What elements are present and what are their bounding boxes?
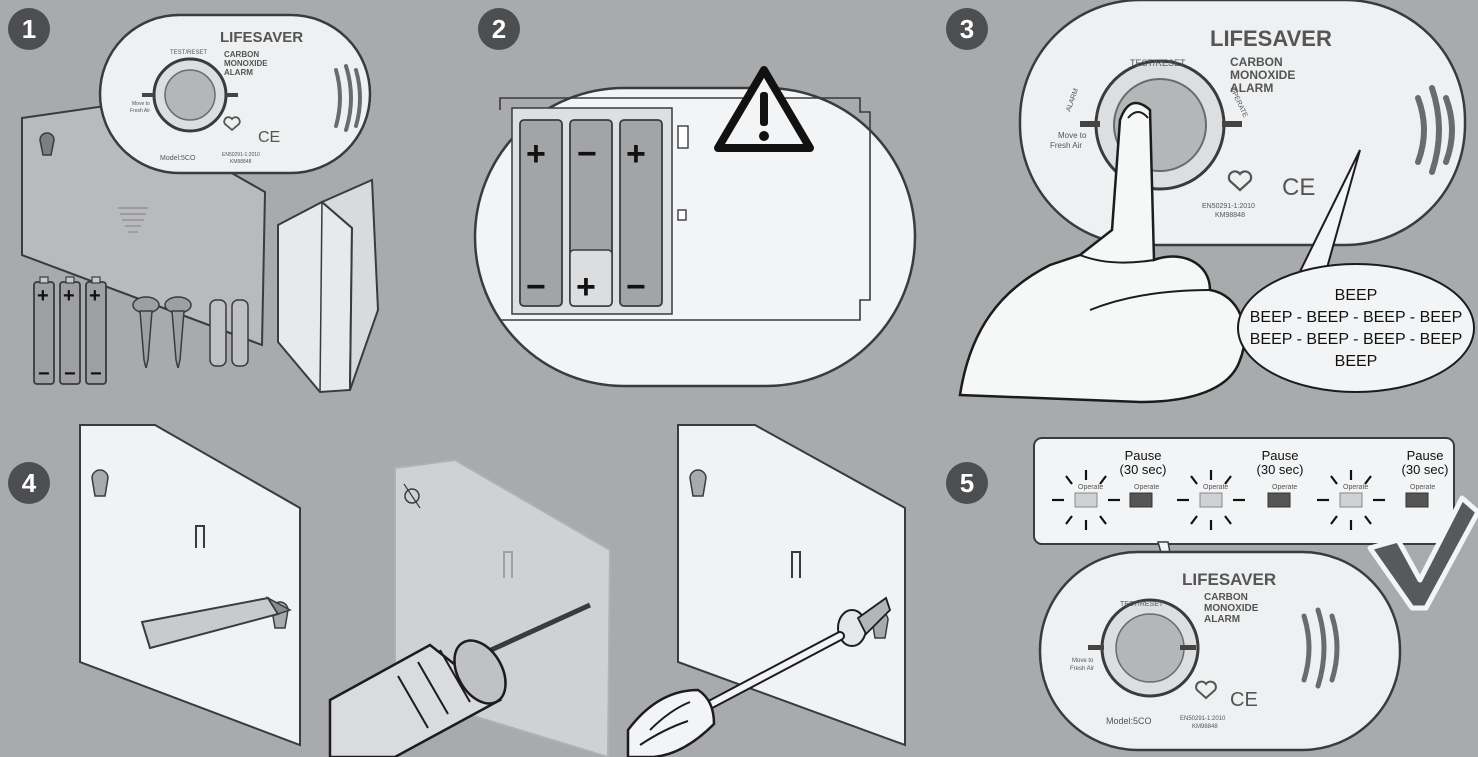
mark-holes-scene bbox=[80, 425, 300, 745]
svg-text:(30 sec): (30 sec) bbox=[1120, 462, 1167, 477]
step-5-badge: 5 bbox=[946, 462, 988, 504]
svg-text:Fresh Air: Fresh Air bbox=[1050, 141, 1082, 150]
keyhole-slot-icon bbox=[40, 133, 54, 155]
alarm-device-large: TEST/RESET ALARM OPERATE Move to Fresh A… bbox=[1020, 0, 1465, 245]
svg-text:TEST/RESET: TEST/RESET bbox=[1130, 58, 1186, 68]
svg-text:CARBON: CARBON bbox=[224, 50, 259, 59]
svg-text:BEEP - BEEP - BEEP - BEEP: BEEP - BEEP - BEEP - BEEP bbox=[1250, 309, 1463, 326]
svg-text:TEST/RESET: TEST/RESET bbox=[170, 50, 207, 56]
svg-text:Operate: Operate bbox=[1078, 484, 1103, 491]
brand-logo-small: LIFESAVER bbox=[220, 29, 303, 46]
alarm-device-small: TEST/RESET Move to Fresh Air LIFESAVER C… bbox=[100, 15, 370, 173]
brand-logo-small: LIFESAVER bbox=[1182, 570, 1276, 589]
svg-text:Pause: Pause bbox=[1407, 448, 1444, 463]
svg-text:KM98848: KM98848 bbox=[230, 159, 252, 165]
svg-text:Pause: Pause bbox=[1262, 448, 1299, 463]
svg-text:MONOXIDE: MONOXIDE bbox=[1204, 603, 1259, 614]
svg-text:ALARM: ALARM bbox=[1230, 81, 1273, 95]
drill-icon bbox=[330, 632, 516, 757]
step-2-battery-insertion-illustration: + − − + + − bbox=[460, 0, 930, 400]
svg-text:MONOXIDE: MONOXIDE bbox=[224, 59, 268, 68]
ce-mark-icon: CE bbox=[258, 129, 280, 146]
svg-text:Fresh Air: Fresh Air bbox=[130, 108, 150, 114]
step-1-contents-illustration: TEST/RESET Move to Fresh Air LIFESAVER C… bbox=[0, 0, 400, 400]
svg-text:BEEP: BEEP bbox=[1335, 353, 1378, 370]
batteries-icon: + − + − + − bbox=[34, 277, 106, 385]
instruction-booklet-icon bbox=[278, 180, 378, 392]
svg-text:TEST/RESET: TEST/RESET bbox=[1120, 601, 1164, 608]
svg-text:Operate: Operate bbox=[1272, 484, 1297, 491]
svg-text:BEEP - BEEP - BEEP - BEEP: BEEP - BEEP - BEEP - BEEP bbox=[1250, 331, 1463, 348]
brand-logo-large: LIFESAVER bbox=[1210, 26, 1332, 51]
step-4-mounting-illustration bbox=[0, 400, 940, 757]
svg-text:BEEP: BEEP bbox=[1335, 287, 1378, 304]
svg-text:−: − bbox=[64, 363, 76, 385]
svg-text:Model:5CO: Model:5CO bbox=[1106, 716, 1152, 726]
svg-text:Operate: Operate bbox=[1343, 484, 1368, 491]
svg-text:CARBON: CARBON bbox=[1204, 592, 1248, 603]
svg-text:+: + bbox=[37, 285, 49, 307]
drill-holes-scene bbox=[330, 460, 610, 757]
svg-text:Operate: Operate bbox=[1410, 484, 1435, 491]
ce-mark-icon: CE bbox=[1230, 689, 1258, 711]
svg-text:+: + bbox=[89, 285, 101, 307]
svg-text:+: + bbox=[526, 135, 546, 173]
svg-text:MONOXIDE: MONOXIDE bbox=[1230, 68, 1295, 82]
svg-text:Pause: Pause bbox=[1125, 448, 1162, 463]
svg-text:EN50291-1:2010: EN50291-1:2010 bbox=[1180, 716, 1226, 722]
svg-text:−: − bbox=[90, 363, 102, 385]
svg-text:Operate: Operate bbox=[1134, 484, 1159, 491]
svg-text:Model:5CO: Model:5CO bbox=[160, 155, 196, 162]
step-5-operate-illustration: Operate Operate Pause (30 sec) Operate bbox=[1000, 430, 1478, 757]
svg-text:(30 sec): (30 sec) bbox=[1402, 462, 1449, 477]
svg-text:KM98848: KM98848 bbox=[1192, 724, 1218, 730]
svg-text:ALARM: ALARM bbox=[1204, 614, 1240, 625]
svg-text:Move to: Move to bbox=[1072, 658, 1094, 664]
svg-text:+: + bbox=[626, 135, 646, 173]
ce-mark-icon: CE bbox=[1282, 174, 1315, 201]
svg-text:KM98848: KM98848 bbox=[1215, 212, 1245, 219]
svg-text:+: + bbox=[63, 285, 75, 307]
svg-text:CARBON: CARBON bbox=[1230, 55, 1283, 69]
svg-text:ALARM: ALARM bbox=[224, 68, 253, 77]
svg-text:−: − bbox=[626, 268, 646, 306]
svg-text:+: + bbox=[576, 268, 596, 306]
step-3-test-illustration: TEST/RESET ALARM OPERATE Move to Fresh A… bbox=[940, 0, 1478, 405]
screw-in-scene bbox=[628, 425, 905, 757]
svg-text:EN50291-1:2010: EN50291-1:2010 bbox=[222, 152, 260, 158]
svg-text:Move to: Move to bbox=[132, 101, 150, 107]
alarm-device-operating: TEST/RESET Move to Fresh Air LIFESAVER C… bbox=[1040, 552, 1400, 750]
svg-text:(30 sec): (30 sec) bbox=[1257, 462, 1304, 477]
svg-text:−: − bbox=[38, 363, 50, 385]
svg-text:Operate: Operate bbox=[1203, 484, 1228, 491]
svg-text:Move to: Move to bbox=[1058, 131, 1087, 140]
svg-text:EN50291-1:2010: EN50291-1:2010 bbox=[1202, 203, 1255, 210]
svg-text:−: − bbox=[526, 268, 546, 306]
svg-text:−: − bbox=[577, 135, 597, 173]
svg-text:Fresh Air: Fresh Air bbox=[1070, 666, 1094, 672]
